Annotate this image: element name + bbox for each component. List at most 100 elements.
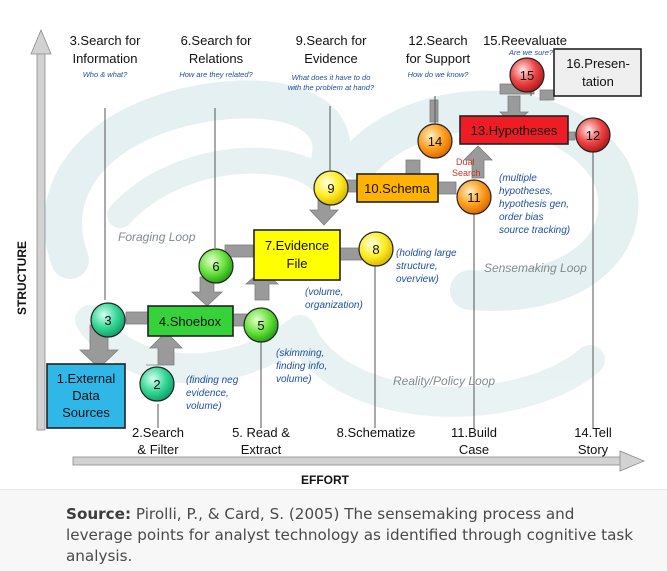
svg-text:Extract: Extract (241, 442, 282, 457)
svg-text:(skimming,: (skimming, (276, 348, 324, 359)
svg-text:1.External: 1.External (57, 371, 116, 386)
note-build-case: (multiple hypotheses, hypothesis gen, or… (499, 173, 570, 236)
box-hypotheses: 13.Hypotheses (459, 115, 569, 145)
svg-text:(holding large: (holding large (396, 248, 457, 259)
svg-text:11.Build: 11.Build (451, 425, 497, 440)
svg-text:organization): organization) (305, 300, 363, 311)
svg-text:evidence,: evidence, (186, 388, 229, 399)
svg-text:9.Search for: 9.Search for (296, 33, 367, 48)
svg-text:5. Read &: 5. Read & (232, 425, 290, 440)
svg-text:(multiple: (multiple (499, 173, 537, 184)
svg-text:Case: Case (459, 442, 489, 457)
svg-text:11: 11 (467, 190, 481, 205)
svg-text:3.Search for: 3.Search for (70, 33, 141, 48)
svg-text:7.Evidence: 7.Evidence (265, 238, 329, 253)
svg-text:Information: Information (72, 51, 137, 66)
svg-text:source tracking): source tracking) (499, 225, 570, 236)
svg-text:Dual: Dual (456, 157, 475, 167)
circle-step-15: 15 (509, 57, 545, 93)
circle-step-14: 12 (575, 117, 611, 153)
svg-text:Evidence: Evidence (304, 51, 357, 66)
circle-step-3: 3 (90, 302, 126, 338)
svg-text:6.Search for: 6.Search for (181, 33, 252, 48)
effort-axis-label: EFFORT (301, 473, 350, 487)
box-external-data-sources: 1.External Data Sources (46, 363, 126, 429)
svg-text:Relations: Relations (189, 51, 244, 66)
note-search-filter: (finding neg evidence, volume) (186, 375, 239, 412)
svg-text:15: 15 (520, 68, 534, 83)
svg-text:14.Tell: 14.Tell (574, 425, 612, 440)
svg-text:14: 14 (428, 134, 442, 149)
svg-text:volume): volume) (276, 374, 312, 385)
circle-step-11: 11 (456, 179, 492, 215)
top-label-search-support: 12.Search for Support How do we know? (406, 33, 471, 79)
circle-step-5: 5 (243, 307, 279, 343)
top-label-search-evidence: 9.Search for Evidence What does it have … (288, 33, 375, 92)
note-schematize: (holding large structure, overview) (396, 248, 457, 285)
svg-text:How are they related?: How are they related? (179, 70, 253, 79)
svg-text:13.Hypotheses: 13.Hypotheses (471, 123, 558, 138)
svg-text:order bias: order bias (499, 212, 543, 223)
svg-text:4.Shoebox: 4.Shoebox (159, 314, 222, 329)
svg-text:What does it have to do: What does it have to do (292, 73, 371, 82)
svg-text:2.Search: 2.Search (132, 425, 184, 440)
svg-text:How do we know?: How do we know? (408, 70, 470, 79)
bottom-label-read-extract: 5. Read & Extract (232, 425, 290, 457)
svg-text:12.Search: 12.Search (408, 33, 467, 48)
circle-step-12: 14 (417, 123, 453, 159)
svg-text:8: 8 (372, 242, 379, 257)
svg-text:Story: Story (578, 442, 609, 457)
svg-text:tation: tation (582, 74, 614, 89)
sensemaking-diagram: STRUCTURE EFFORT Foraging Loop Sensemaki… (15, 28, 646, 487)
structure-axis-label: STRUCTURE (15, 241, 29, 315)
top-label-reevaluate: 15.Reevaluate Are we sure? (483, 33, 567, 57)
svg-text:volume): volume) (186, 401, 222, 412)
svg-text:3: 3 (104, 313, 111, 328)
bottom-label-tell-story: 14.Tell Story (574, 425, 612, 457)
box-schema: 10.Schema (356, 173, 439, 203)
note-dual-search: Dual Search (452, 157, 481, 178)
svg-text:Data: Data (72, 388, 100, 403)
bottom-label-schematize: 8.Schematize (337, 425, 416, 440)
reality-policy-loop-label: Reality/Policy Loop (393, 374, 495, 388)
note-evidence-file: (volume, organization) (305, 287, 363, 311)
svg-text:6: 6 (212, 259, 219, 274)
foraging-loop-label: Foraging Loop (118, 230, 196, 244)
svg-text:(finding neg: (finding neg (186, 375, 239, 386)
sensemaking-loop-label: Sensemaking Loop (484, 261, 587, 275)
svg-text:9: 9 (327, 181, 334, 196)
source-caption: Source: Pirolli, P., & Card, S. (2005) T… (0, 489, 667, 571)
svg-text:Are we sure?: Are we sure? (508, 48, 554, 57)
svg-text:10.Schema: 10.Schema (364, 181, 431, 196)
bottom-label-build-case: 11.Build Case (451, 425, 497, 457)
box-evidence-file: 7.Evidence File (253, 229, 341, 281)
svg-text:15.Reevaluate: 15.Reevaluate (483, 33, 567, 48)
note-read-extract: (skimming, finding info, volume) (276, 348, 327, 385)
svg-text:File: File (287, 256, 308, 271)
svg-text:12: 12 (586, 128, 600, 143)
circle-step-9: 9 (313, 170, 349, 206)
box-presentation: 16.Presen- tation (553, 48, 642, 97)
svg-text:hypotheses,: hypotheses, (499, 186, 553, 197)
svg-text:hypothesis gen,: hypothesis gen, (499, 199, 569, 210)
svg-text:Search: Search (452, 168, 481, 178)
box-shoebox: 4.Shoebox (147, 305, 234, 337)
svg-text:with the problem at hand?: with the problem at hand? (288, 83, 375, 92)
top-label-search-information: 3.Search for Information Who & what? (70, 33, 141, 79)
svg-text:8.Schematize: 8.Schematize (337, 425, 416, 440)
caption-citation-text: Pirolli, P., & Card, S. (2005) The sense… (66, 505, 634, 565)
bottom-label-connectors (157, 152, 594, 428)
svg-text:(volume,: (volume, (305, 287, 343, 298)
svg-text:& Filter: & Filter (137, 442, 179, 457)
circle-step-2: 2 (139, 366, 175, 402)
caption-source-label: Source: (66, 505, 132, 523)
svg-text:Sources: Sources (62, 405, 110, 420)
structure-axis (30, 28, 52, 431)
top-label-search-relations: 6.Search for Relations How are they rela… (179, 33, 253, 79)
svg-text:finding info,: finding info, (276, 361, 327, 372)
svg-text:overview): overview) (396, 274, 439, 285)
svg-text:2: 2 (153, 377, 160, 392)
bottom-label-search-filter: 2.Search & Filter (132, 425, 184, 457)
svg-text:5: 5 (257, 318, 264, 333)
svg-text:Who & what?: Who & what? (83, 70, 128, 79)
